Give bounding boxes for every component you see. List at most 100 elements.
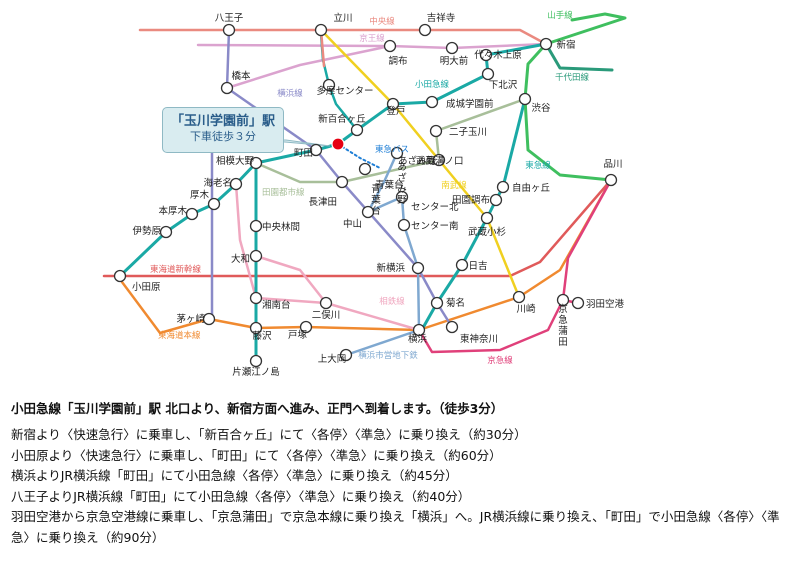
station-label-aobadai: 青葉台 — [375, 179, 404, 191]
route-map: 八王子立川吉祥寺新宿調布明大前代々木上原下北沢渋谷橋本多摩センター登戸成城学園前… — [102, 10, 627, 378]
station-label-aobadai: 青葉台 — [371, 183, 381, 217]
station-marker-tamacenter — [322, 78, 336, 92]
station-label-kamiooka: 上大岡 — [318, 353, 347, 365]
station-label-totsuka: 戸塚 — [288, 330, 308, 341]
station-label-hachioji: 八王子 — [215, 13, 244, 24]
station-label-meidaimae: 明大前 — [440, 55, 469, 67]
line-label-chiyoda: 千代田線 — [555, 72, 590, 83]
station-marker-futamatagawa — [319, 296, 333, 310]
station-label-chuorinkan: 中央林間 — [262, 221, 300, 233]
station-marker-hachioji — [222, 23, 236, 37]
station-label-seijogakuen: 成城学園前 — [446, 98, 494, 110]
station-marker-seijogakuen — [425, 95, 439, 109]
line-chuo — [138, 28, 548, 46]
station-label-higashikanagawa: 東神奈川 — [460, 333, 498, 345]
line-yokohama-bus — [337, 143, 381, 169]
line-chiyoda — [544, 42, 614, 72]
line-denentoshi — [254, 97, 527, 228]
station-marker-shinyokohama — [411, 261, 425, 275]
station-marker-nakayama — [361, 205, 375, 219]
station-marker-katasenoshima — [249, 354, 263, 368]
station-label-shonandai: 湘南台 — [262, 299, 291, 311]
station-label-hiyoshi: 日吉 — [468, 261, 487, 272]
station-label-kikuna: 菊名 — [446, 297, 465, 309]
station-marker-futakotamagawa — [429, 124, 443, 138]
station-label-yoyogiuehara: 代々木上原 — [474, 49, 522, 61]
station-label-jiyugaoka: 自由ヶ丘 — [512, 182, 551, 194]
station-label-shibuya: 渋谷 — [531, 102, 551, 114]
station-marker-hashimoto — [220, 81, 234, 95]
station-marker-meidaimae — [445, 41, 459, 55]
station-label-centerkita: センター北 — [411, 202, 459, 213]
station-marker-chofu — [383, 39, 397, 53]
station-label-azamino: あざみ野 — [398, 155, 437, 167]
line-keio — [196, 42, 548, 50]
station-label-shinyokohama: 新横浜 — [376, 262, 405, 274]
station-marker-higashikanagawa — [445, 320, 459, 334]
line-keikyu — [417, 178, 613, 354]
station-marker-yamato — [249, 249, 263, 263]
line-label-chuo: 中央線 — [369, 16, 395, 27]
line-label-keio: 京王線 — [359, 33, 385, 44]
station-label-haneda: 羽田空港 — [586, 298, 625, 310]
station-marker-totsuka — [299, 320, 313, 334]
line-label-toyoko: 東急線 — [525, 160, 551, 171]
station-marker-musashikosugi — [480, 211, 494, 225]
station-label-odawara: 小田原 — [132, 282, 161, 293]
station-label-keikyukamata: 京急蒲田 — [558, 303, 568, 348]
callout-walk-time: 下車徒歩３分 — [190, 130, 256, 143]
station-label-shinyurigaoka: 新百合ヶ丘 — [318, 113, 366, 125]
station-marker-yokohama — [412, 323, 426, 337]
station-marker-ebina — [229, 177, 243, 191]
line-subway — [344, 151, 421, 357]
station-marker-azamino — [390, 146, 404, 160]
direction-from-hachioji: 八王子よりJR横浜線「町田」にて小田急線〈各停〉〈準急〉に乗り換え（約40分） — [11, 488, 471, 504]
station-label-hashimoto: 橋本 — [231, 70, 251, 82]
line-label-yokohama: 横浜線 — [277, 88, 303, 99]
station-label-kawasaki: 川崎 — [516, 303, 536, 315]
station-marker-kawasaki — [512, 290, 526, 304]
station-label-ebina: 海老名 — [203, 177, 232, 189]
station-marker-shinjuku — [539, 37, 553, 51]
station-label-yokohama: 横浜 — [408, 333, 428, 345]
line-labels: 中央線京王線山手線千代田線小田急線横浜線東急バス田園都市線東急線南武線東海道新幹… — [150, 10, 589, 366]
line-label-yokohama-bus: 東急バス — [375, 144, 409, 155]
station-marker-aobadai — [358, 162, 372, 176]
station-marker-kichijoji — [418, 23, 432, 37]
station-marker-keikyukamata — [556, 293, 570, 307]
station-marker-shonandai — [249, 291, 263, 305]
station-marker-denenchofu — [489, 193, 503, 207]
station-marker-centerminami — [397, 218, 411, 232]
destination-callout: 「玉川学園前」駅 下車徒歩３分 — [162, 107, 284, 153]
line-sotetsu — [254, 254, 328, 305]
station-label-iseihara: 伊勢原 — [132, 225, 161, 237]
station-label-tamacenter: 多摩センター — [316, 85, 373, 97]
station-marker-shinagawa — [604, 173, 618, 187]
station-marker-shimokitazawa — [481, 67, 495, 81]
station-marker-tachikawa — [314, 23, 328, 37]
station-marker-centerkita — [395, 190, 409, 204]
station-label-azamino: あざみ野 — [397, 162, 407, 206]
station-marker-kamiooka — [339, 348, 353, 362]
station-label-futakotamagawa: 二子玉川 — [449, 127, 487, 138]
directions: 小田急線「玉川学園前」駅 北口より、新宿方面へ進み、正門へ到着します。（徒歩3分… — [11, 399, 781, 548]
station-label-machida: 町田 — [294, 148, 313, 159]
station-marker-fujisawa — [249, 321, 263, 335]
direction-from-shinjuku: 新宿より〈快速急行〉に乗車し、「新百合ヶ丘」にて〈各停〉〈準急〉に乗り換え（約3… — [11, 427, 527, 442]
line-keio — [225, 44, 392, 90]
station-label-shimokitazawa: 下北沢 — [489, 79, 518, 91]
station-marker-atsugi — [207, 197, 221, 211]
station-label-shinjuku: 新宿 — [556, 39, 575, 51]
station-label-honatsugi: 本厚木 — [158, 205, 187, 217]
direction-from-haneda: 羽田空港から京急空港線に乗車し、「京急蒲田」で京急本線に乗り換え「横浜」へ。JR… — [11, 509, 780, 545]
station-labels: 八王子立川吉祥寺新宿調布明大前代々木上原下北沢渋谷橋本多摩センター登戸成城学園前… — [132, 12, 625, 378]
station-label-sagamiono: 相模大野 — [216, 155, 255, 167]
line-label-nambu: 南武線 — [441, 180, 467, 191]
line-label-tokaido-shinkansen: 東海道新幹線 — [150, 264, 202, 275]
station-label-kichijoji: 吉祥寺 — [427, 12, 456, 24]
callout-station-name: 「玉川学園前」駅 — [170, 114, 275, 129]
station-label-musashimizonokuchi: 武蔵溝ノ口 — [416, 155, 464, 167]
station-marker-iseihara — [159, 225, 173, 239]
station-marker-musashimizonokuchi — [432, 153, 446, 167]
station-label-chigasaki: 茅ヶ崎 — [176, 313, 205, 325]
